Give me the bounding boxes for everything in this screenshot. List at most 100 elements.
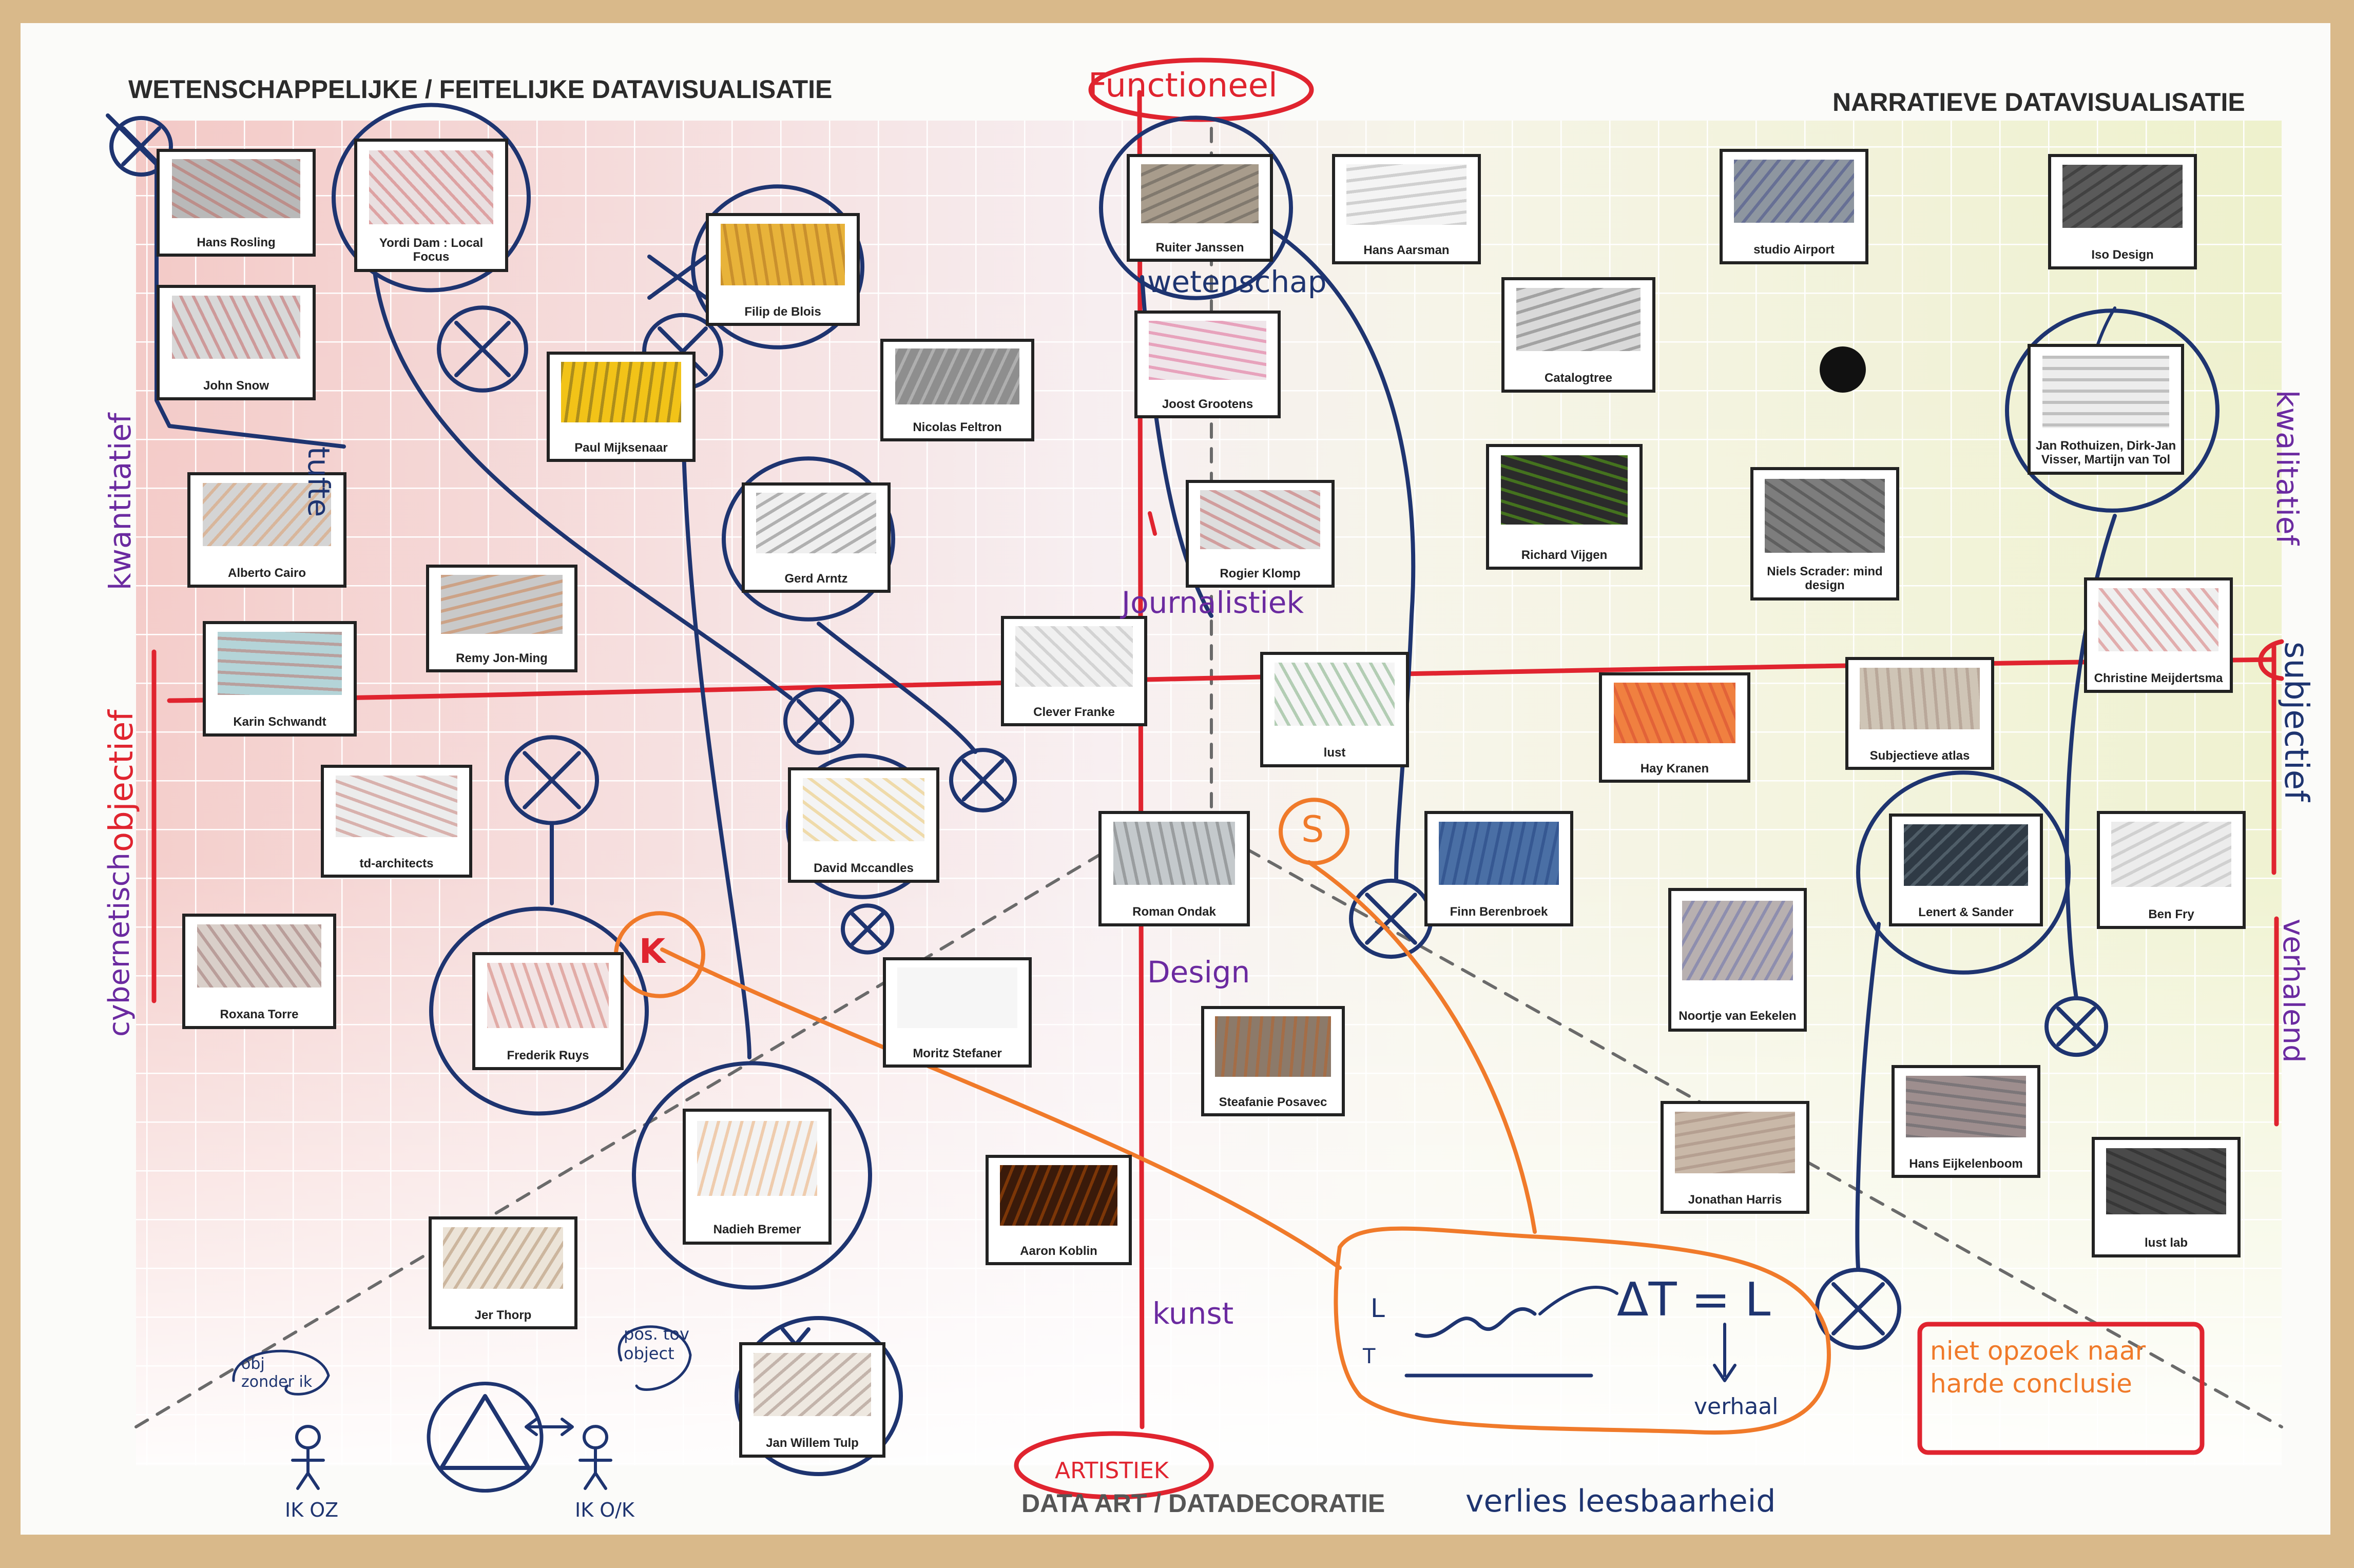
card-thumbnail xyxy=(369,150,493,225)
card-thumbnail xyxy=(197,924,321,988)
card-label: David Mccandles xyxy=(814,861,914,876)
card-thumbnail xyxy=(897,967,1017,1028)
card-thumbnail xyxy=(440,574,563,634)
x-mark-mccandless-below-circle xyxy=(841,903,894,955)
card-label: Finn Berenbroek xyxy=(1450,905,1548,919)
red-tick xyxy=(1148,511,1157,536)
circle-jan-willem-tulp xyxy=(735,1316,903,1476)
card-label: Frederik Ruys xyxy=(507,1049,589,1063)
title-narrative: NARRATIEVE DATAVISUALISATIE xyxy=(1832,88,2245,117)
card-thumbnail xyxy=(1215,1016,1331,1077)
card-richard-vijgen: Richard Vijgen xyxy=(1486,444,1643,570)
x-stroke-filip xyxy=(647,255,708,300)
x-mark-finn-cross xyxy=(1365,893,1417,945)
card-thumbnail xyxy=(2106,1148,2226,1214)
line-ruiter-to-finn xyxy=(1271,229,1416,882)
card-label: lust lab xyxy=(2144,1236,2188,1250)
card-thumbnail xyxy=(756,493,876,553)
card-label: Jonathan Harris xyxy=(1688,1192,1782,1207)
circle-ruiter-janssen xyxy=(1099,115,1293,300)
card-thumbnail xyxy=(2062,164,2183,228)
card-label: Hans Rosling xyxy=(197,236,276,250)
circle-nadieh-bremer xyxy=(632,1061,872,1290)
label-k-mark: K xyxy=(639,932,666,971)
card-thumbnail xyxy=(1734,159,1854,223)
card-nicolas-feltron: Nicolas Feltron xyxy=(880,339,1034,441)
card-label: studio Airport xyxy=(1753,243,1835,257)
card-thumbnail xyxy=(1200,490,1320,549)
orange-verhaal-blob xyxy=(1334,1226,1831,1435)
card-label: Karin Schwandt xyxy=(233,715,326,729)
label-objectief: objectief xyxy=(103,710,141,852)
card-label: Rogier Klomp xyxy=(1220,567,1301,581)
label-verlies-leesbaarheid: verlies leesbaarheid xyxy=(1465,1483,1776,1519)
x-mark-clever-link-cross xyxy=(797,699,841,743)
line-yordi-to-david xyxy=(373,270,793,700)
speech-bubble-left xyxy=(232,1349,330,1396)
card-christine-meijdertsma: Christine Meijdertsma xyxy=(2084,577,2233,693)
line-gerd-to-x xyxy=(817,622,977,754)
card-moritz-stefaner: Moritz Stefaner xyxy=(883,957,1032,1068)
card-thumbnail xyxy=(443,1227,563,1289)
card-label: td-architects xyxy=(359,856,434,870)
card-thumbnail xyxy=(171,295,301,359)
card-thumbnail xyxy=(1439,821,1559,885)
orange-line-k xyxy=(660,947,1342,1270)
card-lenert-sander: Lenert & Sander xyxy=(1889,814,2043,926)
card-label: Gerd Arntz xyxy=(784,571,848,586)
card-steafanie-posavec: Steafanie Posavec xyxy=(1201,1006,1345,1116)
red-horizontal-axis xyxy=(167,657,2276,703)
card-label: lust xyxy=(1323,746,1346,760)
card-label: Niels Scrader: mind design xyxy=(1767,565,1883,593)
card-joost-grootens: Joost Grootens xyxy=(1134,311,1281,418)
label-kunst: kunst xyxy=(1152,1296,1234,1331)
card-filip-de-blois: Filip de Blois xyxy=(706,213,860,326)
card-label: Hans Aarsman xyxy=(1363,243,1450,257)
card-niels-schrader: Niels Scrader: mind design xyxy=(1750,467,1899,601)
card-jan-willem-tulp: Jan Willem Tulp xyxy=(739,1342,885,1458)
card-thumbnail xyxy=(1860,667,1980,730)
card-label: John Snow xyxy=(203,379,269,393)
circle-yordi-dam xyxy=(332,103,531,293)
card-thumbnail xyxy=(753,1352,872,1417)
card-label: Catalogtree xyxy=(1544,371,1613,385)
black-dot xyxy=(1820,346,1866,393)
card-noortje-van-eekelen: Noortje van Eekelen xyxy=(1668,888,1807,1032)
label-tufte: tufte xyxy=(301,447,336,517)
speech-bubble-right xyxy=(618,1325,692,1391)
card-paul-mijksenaar: Paul Mijksenaar xyxy=(547,352,696,462)
label-wetenschap: wetenschap xyxy=(1147,264,1327,299)
card-thumbnail xyxy=(2111,822,2231,887)
x-mark-right-small-cross xyxy=(2056,1006,2096,1047)
card-thumbnail xyxy=(802,778,925,842)
card-label: Noortje van Eekelen xyxy=(1678,1009,1797,1023)
label-t-mark: T xyxy=(1363,1345,1376,1368)
card-catalogtree: Catalogtree xyxy=(1501,277,1655,393)
card-label: Alberto Cairo xyxy=(227,566,306,580)
card-label: Ben Fry xyxy=(2148,907,2194,922)
card-thumbnail xyxy=(895,349,1019,405)
card-john-snow: John Snow xyxy=(157,285,316,400)
card-ruiter-janssen: Ruiter Janssen xyxy=(1127,154,1273,262)
stick-body-left xyxy=(291,1447,325,1490)
card-thumbnail xyxy=(487,963,609,1028)
card-thumbnail xyxy=(697,1120,817,1196)
x-mark-top-left-cross xyxy=(121,126,161,166)
card-thumbnail xyxy=(1501,455,1628,525)
card-label: Jan Rothuizen, Dirk-Jan Visser, Martijn … xyxy=(2035,439,2176,467)
card-clever-franke: Clever Franke xyxy=(1001,616,1147,726)
label-ik-ok: IK O/K xyxy=(575,1499,634,1521)
mini-chart-line xyxy=(1415,1307,1537,1338)
card-rogier-klomp: Rogier Klomp xyxy=(1186,480,1335,588)
card-hans-aarsman: Hans Aarsman xyxy=(1332,154,1481,264)
card-roxana-torre: Roxana Torre xyxy=(182,914,336,1029)
card-label: Paul Mijksenaar xyxy=(574,440,668,455)
orange-circle-s xyxy=(1279,798,1349,865)
card-label: Clever Franke xyxy=(1033,705,1115,719)
card-thumbnail xyxy=(1613,683,1736,743)
card-label: Roxana Torre xyxy=(220,1008,299,1022)
card-nadieh-bremer: Nadieh Bremer xyxy=(683,1109,832,1245)
card-finn-berenbroek: Finn Berenbroek xyxy=(1424,811,1573,926)
card-jan-rothuizen: Jan Rothuizen, Dirk-Jan Visser, Martijn … xyxy=(2028,344,2184,475)
